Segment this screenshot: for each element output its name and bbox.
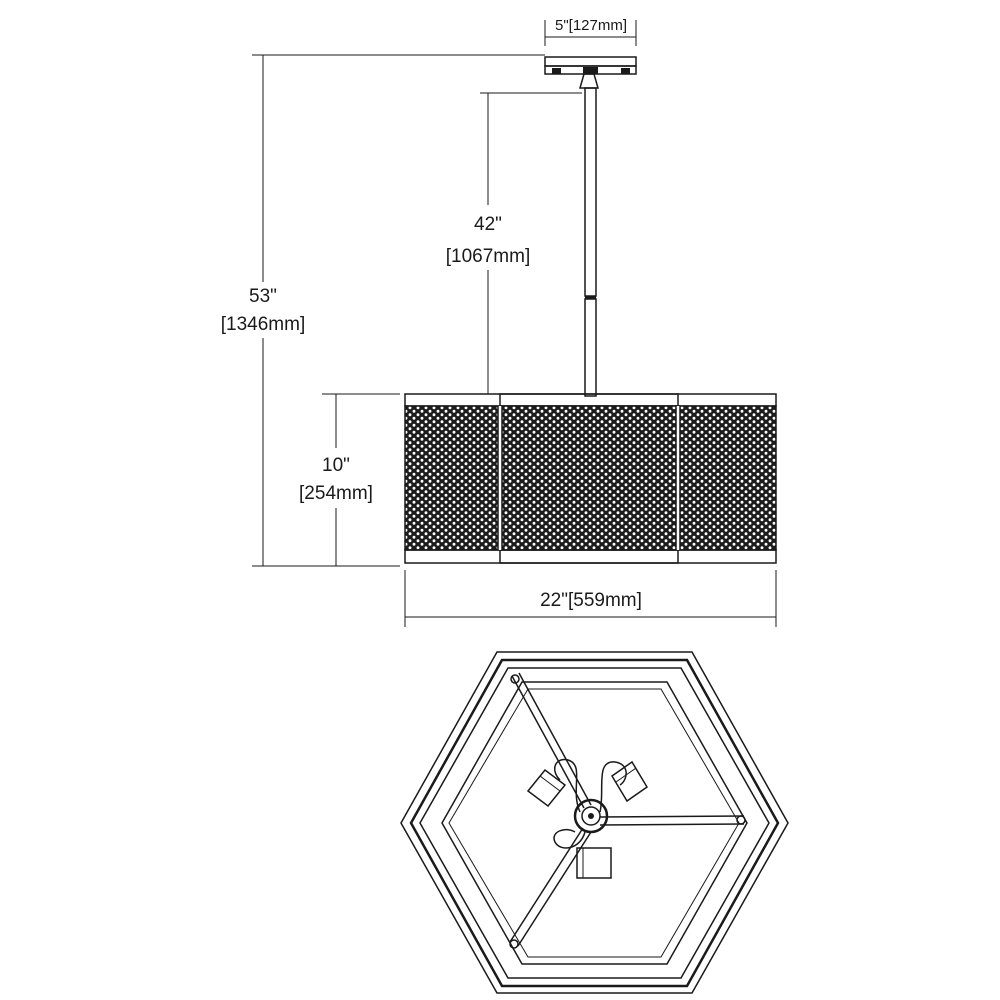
overall-height-dimension: 53" [1346mm] [221, 54, 545, 567]
shade-width-label: 22"[559mm] [540, 590, 642, 611]
overall-height-mm: [1346mm] [221, 314, 305, 335]
shade-width-dimension: 22"[559mm] [404, 570, 777, 627]
canopy [544, 56, 637, 89]
down-rod [584, 87, 597, 397]
shade-height-inches: 10" [322, 455, 350, 476]
shade-height-dimension: 10" [254mm] [299, 393, 400, 566]
rod-length-dimension: 42" [1067mm] [446, 92, 582, 394]
side-view: 5"[127mm] 53" [1346mm] 42" [1067mm] 10" … [221, 17, 777, 627]
overall-height-inches: 53" [249, 286, 277, 307]
canopy-width-dimension: 5"[127mm] [544, 17, 637, 46]
bottom-view [400, 651, 789, 994]
canopy-width-label: 5"[127mm] [555, 17, 627, 34]
rod-length-inches: 42" [474, 214, 502, 235]
socket-3 [576, 847, 612, 879]
socket-1 [526, 768, 567, 808]
rod-length-mm: [1067mm] [446, 246, 530, 267]
drum-shade [404, 393, 777, 564]
shade-height-mm: [254mm] [299, 483, 373, 504]
socket-2 [610, 760, 649, 803]
